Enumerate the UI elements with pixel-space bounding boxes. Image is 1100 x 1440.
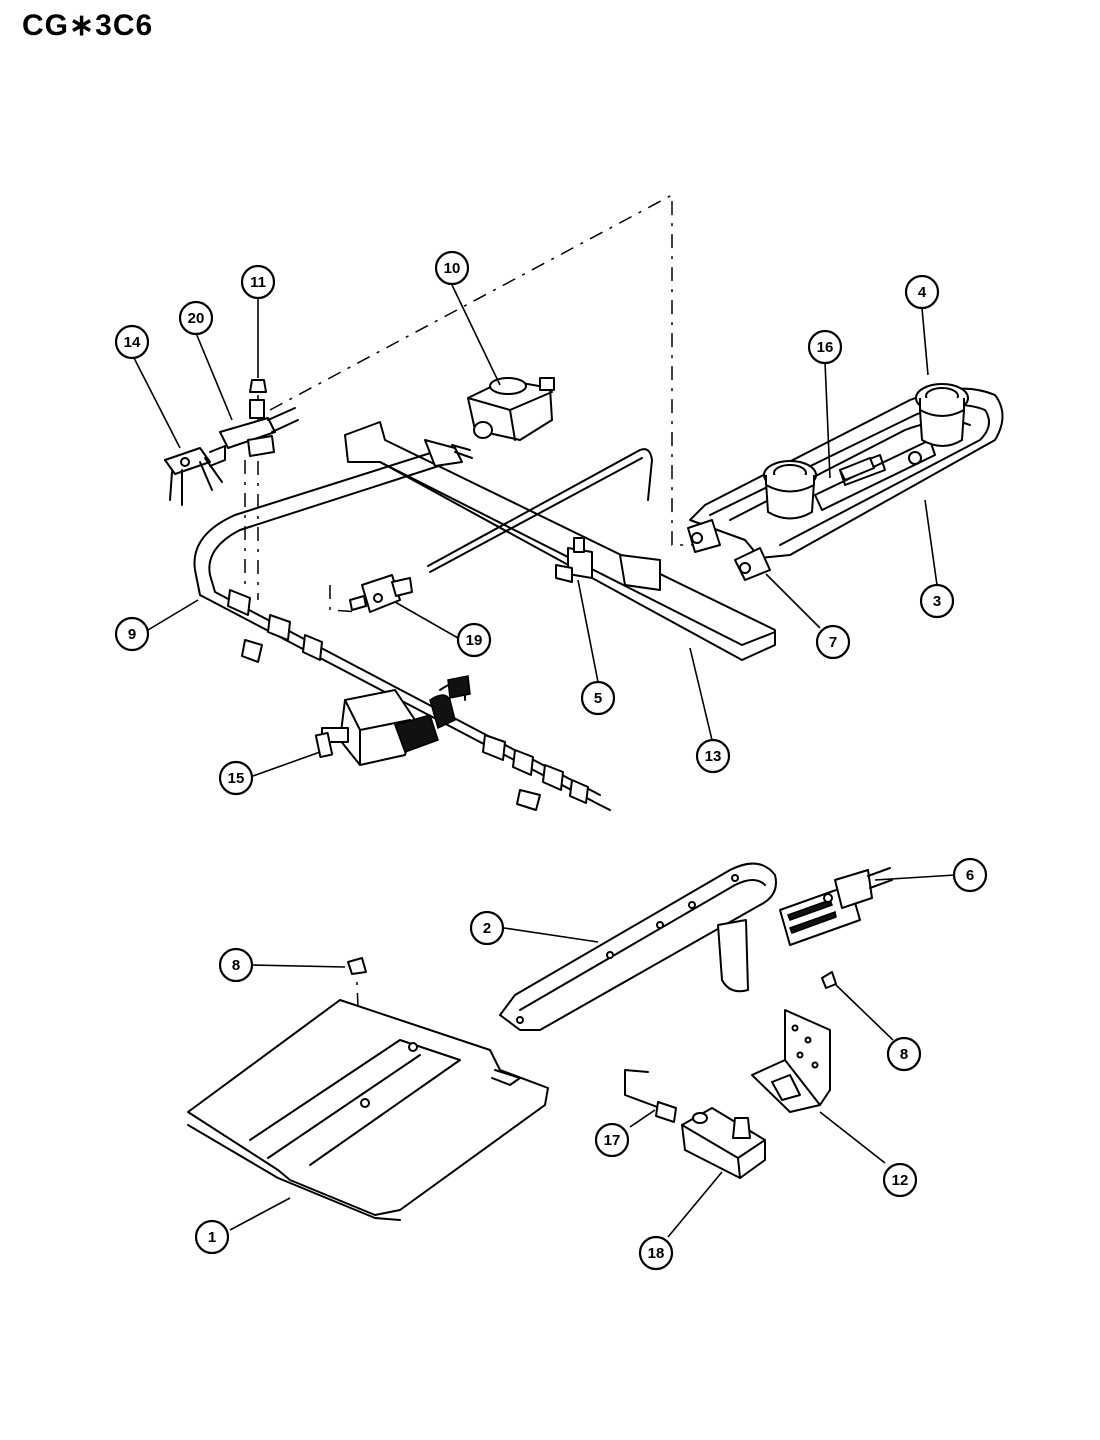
callout-15: 15 xyxy=(218,760,254,796)
callout-9: 9 xyxy=(114,616,150,652)
svg-text:19: 19 xyxy=(466,632,483,649)
callout-leaders xyxy=(132,284,956,1238)
callout-1: 1 xyxy=(194,1219,230,1255)
callout-11: 11 xyxy=(240,264,276,300)
callout-2: 2 xyxy=(469,910,505,946)
svg-text:6: 6 xyxy=(966,867,974,884)
diagram-model-title: CG∗3C6 xyxy=(22,9,154,42)
oven-burner xyxy=(499,862,777,1031)
svg-text:17: 17 xyxy=(604,1132,621,1149)
callout-7: 7 xyxy=(815,624,851,660)
callout-3: 3 xyxy=(919,583,955,619)
safety-valve-fitting xyxy=(349,574,413,613)
svg-text:4: 4 xyxy=(918,284,927,301)
svg-text:12: 12 xyxy=(892,1172,909,1189)
callout-20: 20 xyxy=(178,300,214,336)
callout-8-top: 8 xyxy=(218,947,254,983)
svg-text:5: 5 xyxy=(594,690,602,707)
callout-18: 18 xyxy=(638,1235,674,1271)
svg-text:11: 11 xyxy=(250,274,266,291)
callout-4: 4 xyxy=(904,274,940,310)
burner-baffle-plate xyxy=(187,999,549,1221)
callout-19: 19 xyxy=(456,622,492,658)
pressure-regulator xyxy=(467,377,555,441)
oven-valve-assembly xyxy=(624,1069,766,1179)
top-burner-assembly xyxy=(687,383,1004,581)
callout-13: 13 xyxy=(695,738,731,774)
burner-support-bracket xyxy=(344,421,776,661)
svg-text:18: 18 xyxy=(648,1245,665,1262)
svg-text:2: 2 xyxy=(483,920,491,937)
svg-text:16: 16 xyxy=(817,339,834,356)
mounting-bracket xyxy=(751,1009,831,1113)
svg-text:14: 14 xyxy=(124,334,141,351)
svg-text:3: 3 xyxy=(933,593,941,610)
thermocouple-tube xyxy=(427,448,653,573)
pilot-valve-assembly xyxy=(164,379,299,506)
svg-text:13: 13 xyxy=(705,748,722,765)
svg-text:8: 8 xyxy=(900,1046,908,1063)
callout-8-right: 8 xyxy=(886,1036,922,1072)
orifice-hood xyxy=(555,537,593,583)
callout-17: 17 xyxy=(594,1122,630,1158)
callout-10: 10 xyxy=(434,250,470,286)
svg-text:20: 20 xyxy=(188,310,205,327)
callout-5: 5 xyxy=(580,680,616,716)
svg-text:10: 10 xyxy=(444,260,461,277)
callout-12: 12 xyxy=(882,1162,918,1198)
gas-manifold-tube xyxy=(193,439,611,811)
oven-igniter xyxy=(779,867,893,946)
svg-text:15: 15 xyxy=(228,770,245,787)
svg-text:7: 7 xyxy=(829,634,837,651)
callout-14: 14 xyxy=(114,324,150,360)
svg-text:1: 1 xyxy=(208,1229,216,1246)
callout-6: 6 xyxy=(952,857,988,893)
oven-thermostat xyxy=(314,675,471,766)
clip-parts xyxy=(347,957,837,989)
callout-16: 16 xyxy=(807,329,843,365)
svg-text:8: 8 xyxy=(232,957,240,974)
svg-text:9: 9 xyxy=(128,626,136,643)
